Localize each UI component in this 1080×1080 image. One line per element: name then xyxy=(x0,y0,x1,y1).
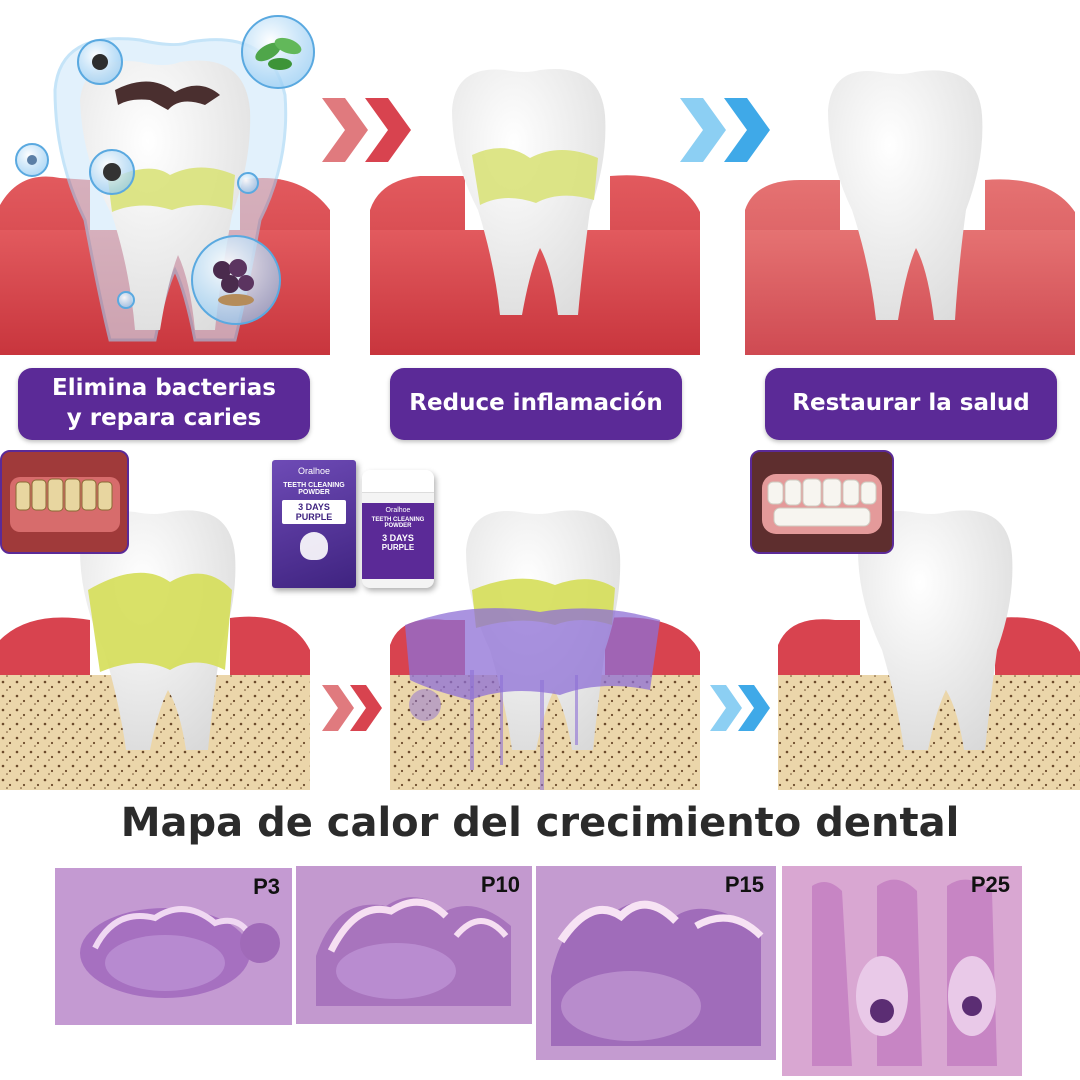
middle-panel-a xyxy=(0,510,310,790)
product-box-days: 3 DAYS xyxy=(298,502,330,512)
after-mouth-photo xyxy=(750,450,894,554)
arrow-right-blue-icon xyxy=(710,685,770,731)
histology-tag-p25: P25 xyxy=(970,872,1010,897)
product-jar: Oralhoe TEETH CLEANING POWDER 3 DAYS PUR… xyxy=(362,470,434,588)
step-3-label: Restaurar la salud xyxy=(765,368,1057,440)
step-1-label-line2: y repara caries xyxy=(66,405,262,431)
grape-icon xyxy=(191,235,281,325)
product-box-variant: PURPLE xyxy=(295,512,333,522)
product-jar-variant: PURPLE xyxy=(381,543,415,552)
product-box: Oralhoe TEETH CLEANING POWDER 3 DAYS PUR… xyxy=(272,460,356,588)
bacteria-icon xyxy=(15,39,259,309)
step-3-label-text: Restaurar la salud xyxy=(792,390,1030,417)
arrow-right-red-icon xyxy=(322,98,411,162)
histology-panel-p25: P25 xyxy=(782,866,1022,1076)
arrow-right-red-icon xyxy=(322,685,382,731)
histology-panel-p3: P3 xyxy=(55,868,292,1025)
histology-panel-p10: P10 xyxy=(296,866,532,1024)
stage-2-panel xyxy=(370,68,700,355)
step-2-label: Reduce inflamación xyxy=(390,368,682,440)
histology-tag-p10: P10 xyxy=(480,872,520,897)
histology-panel-p15: P15 xyxy=(536,866,776,1060)
mint-leaf-icon xyxy=(241,15,315,89)
step-2-label-text: Reduce inflamación xyxy=(409,390,663,417)
middle-stages-illustration xyxy=(0,510,1080,790)
product-box-brand: Oralhoe xyxy=(297,466,331,476)
before-mouth-photo xyxy=(0,450,129,554)
stage-3-panel xyxy=(745,70,1075,355)
product-box-line1: TEETH CLEANING xyxy=(283,482,345,489)
tooth-icon xyxy=(300,532,328,560)
histology-heading: Mapa de calor del crecimiento dental xyxy=(120,800,960,846)
top-stages-illustration xyxy=(0,15,1075,355)
product-jar-line1: TEETH CLEANING xyxy=(371,517,425,523)
step-1-label-line1: Elimina bacterias xyxy=(52,375,276,402)
product-jar-days: 3 DAYS xyxy=(382,533,414,543)
arrow-right-blue-icon xyxy=(680,98,770,162)
histology-tag-p15: P15 xyxy=(724,872,764,897)
product-jar-line2: POWDER xyxy=(384,523,412,529)
histology-tag-p3: P3 xyxy=(253,874,280,899)
step-1-label: Elimina bacterias y repara caries xyxy=(18,368,310,440)
product-box-line2: POWDER xyxy=(298,489,330,496)
stage-1-panel xyxy=(0,15,330,355)
middle-panel-c xyxy=(778,510,1080,790)
middle-panel-b xyxy=(390,510,700,790)
product-jar-brand: Oralhoe xyxy=(385,507,411,514)
